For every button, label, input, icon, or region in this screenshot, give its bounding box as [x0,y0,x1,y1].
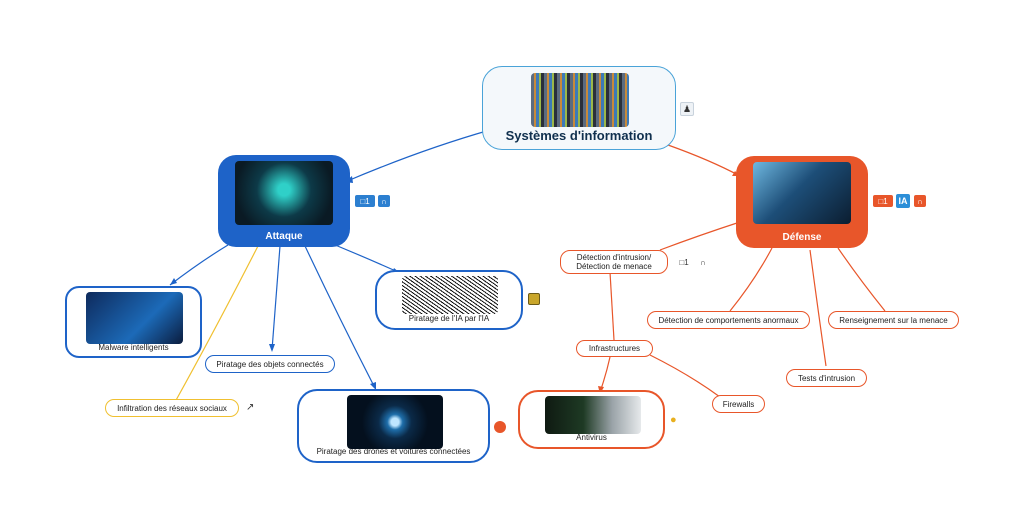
external-link-icon[interactable]: ↗ [246,402,255,413]
infrastructures-node[interactable]: Infrastructures [576,340,653,357]
link-central-defense [667,144,741,177]
malware-label: Malware intelligents [98,343,169,352]
reseaux-node[interactable]: Infiltration des réseaux sociaux [105,399,239,417]
malware-image [86,292,183,344]
central-title: Systèmes d'information [505,128,653,143]
link-central-attaque [344,129,491,183]
link-defense-detection [659,221,741,251]
drones-node[interactable]: Piratage des drones et voitures connecté… [297,389,490,463]
link-attaque-malware [169,244,229,286]
defense-title: Défense [782,232,822,243]
link-attaque-reseaux [174,245,259,403]
malware-node[interactable]: Malware intelligents [65,286,202,358]
link-infra-firewalls [649,354,721,398]
link-detection-infrastructures [609,271,615,341]
central-node[interactable]: Systèmes d'information [482,66,676,150]
add-user-icon[interactable]: ♟ [680,102,694,116]
attachment-icon: ∩ [700,257,706,267]
renseignement-node[interactable]: Renseignement sur la menace [828,311,959,329]
lightbulb-icon[interactable]: ● [670,414,677,426]
attachment-icon: ∩ [381,196,387,206]
drones-tag-icon[interactable] [494,421,506,433]
ia-image [402,276,498,314]
link-defense-tests [809,249,827,367]
defense-ia-badge[interactable]: IA [896,194,910,208]
comment-icon: □ [679,257,685,267]
detection-comment-badge[interactable]: □1 [679,257,689,267]
detection-attachment-badge[interactable]: ∩ [698,256,708,268]
attaque-node[interactable]: Attaque [218,155,350,247]
attaque-title: Attaque [265,231,303,242]
attachment-icon: ∩ [917,196,923,206]
firewalls-node[interactable]: Firewalls [712,395,765,413]
antivirus-node[interactable]: Antivirus [518,390,665,449]
comment-icon: □ [878,196,884,206]
tests-node[interactable]: Tests d'intrusion [786,369,867,387]
comment-icon: □ [360,196,366,206]
link-defense-renseignement [837,247,886,312]
attaque-attachment-badge[interactable]: ∩ [378,195,390,207]
ia-tag-icon[interactable] [528,293,540,305]
defense-node[interactable]: Défense [736,156,868,248]
defense-image [753,162,851,224]
ia-node[interactable]: Piratage de l'IA par l'IA [375,270,523,330]
attaque-comment-badge[interactable]: □1 [355,195,375,207]
antivirus-label: Antivirus [576,433,607,442]
detection-node[interactable]: Détection d'intrusion/ Détection de mena… [560,250,668,274]
link-defense-comportements [729,247,773,312]
objets-node[interactable]: Piratage des objets connectés [205,355,335,373]
comportements-node[interactable]: Détection de comportements anormaux [647,311,810,329]
link-attaque-drones [304,245,376,389]
central-image [531,73,629,127]
defense-attachment-badge[interactable]: ∩ [914,195,926,207]
defense-comment-badge[interactable]: □1 [873,195,893,207]
link-attaque-objets [271,245,281,351]
antivirus-image [545,396,641,434]
drones-label: Piratage des drones et voitures connecté… [316,447,471,456]
ia-label: Piratage de l'IA par l'IA [408,314,490,323]
attaque-image [235,161,333,225]
drones-image [347,395,443,449]
